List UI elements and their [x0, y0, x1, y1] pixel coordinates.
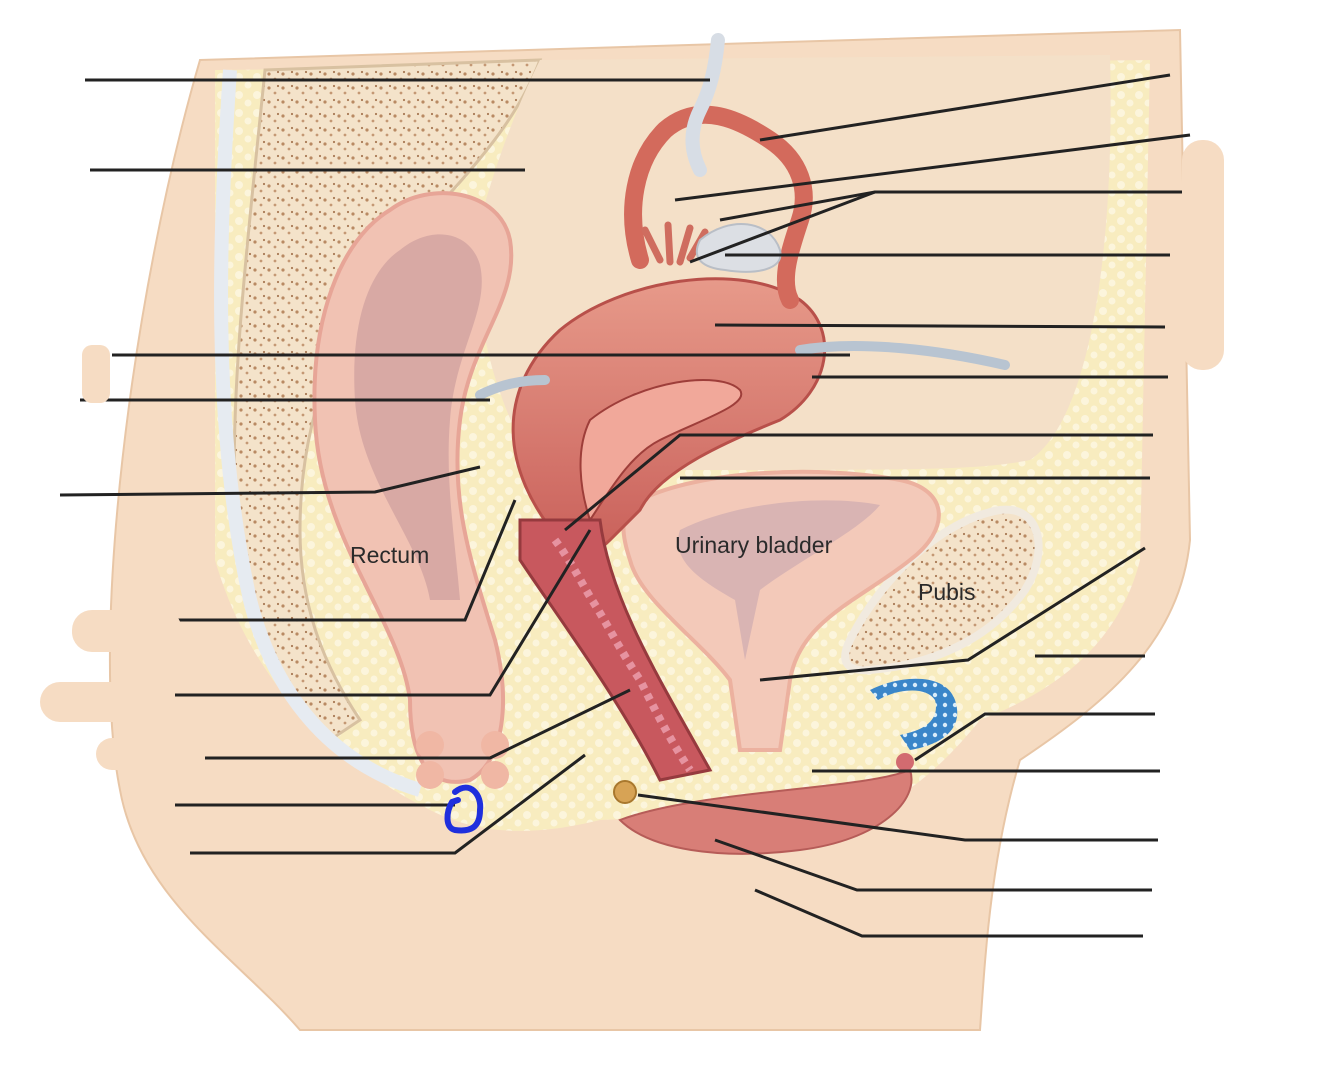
leader-line	[759, 73, 1171, 142]
anal-sphincter	[416, 731, 509, 789]
leader-line	[150, 499, 517, 622]
uterine-cavity	[579, 379, 743, 523]
vagina-organ	[518, 518, 713, 782]
leader-line	[175, 529, 592, 697]
leader-line	[190, 753, 586, 855]
vaginal-rugae	[551, 537, 694, 773]
fimbriae	[641, 221, 724, 266]
leader-line	[689, 190, 876, 264]
pubic-cartilage	[870, 678, 958, 750]
urinary-bladder-label: Urinary bladder	[675, 532, 833, 558]
leader-line	[759, 546, 1146, 682]
leader-line	[754, 888, 1143, 938]
pubis-label: Pubis	[918, 579, 976, 605]
leader-line	[674, 133, 1191, 202]
leader-line	[714, 838, 1152, 892]
leader-line	[714, 323, 1166, 329]
redaction-patches	[40, 140, 1224, 770]
leader-line	[914, 712, 1155, 762]
leader-lines	[59, 73, 1191, 938]
greater-vestibular-gland	[613, 780, 637, 804]
rectum-lumen	[354, 234, 482, 600]
suspensory-ligament	[685, 33, 725, 177]
sacral-ligament	[214, 69, 423, 797]
clitoris	[896, 753, 914, 771]
leader-line	[564, 433, 1153, 532]
round-ligament	[795, 340, 1010, 370]
leader-line	[205, 688, 631, 760]
uterine-tube	[624, 105, 813, 309]
bladder-lumen	[678, 500, 880, 660]
leader-line	[637, 793, 1158, 842]
rectum-label: Rectum	[350, 542, 429, 568]
uterosacral-ligament	[475, 375, 550, 400]
hand-drawn-annotation	[444, 784, 484, 834]
leader-line	[59, 465, 481, 497]
